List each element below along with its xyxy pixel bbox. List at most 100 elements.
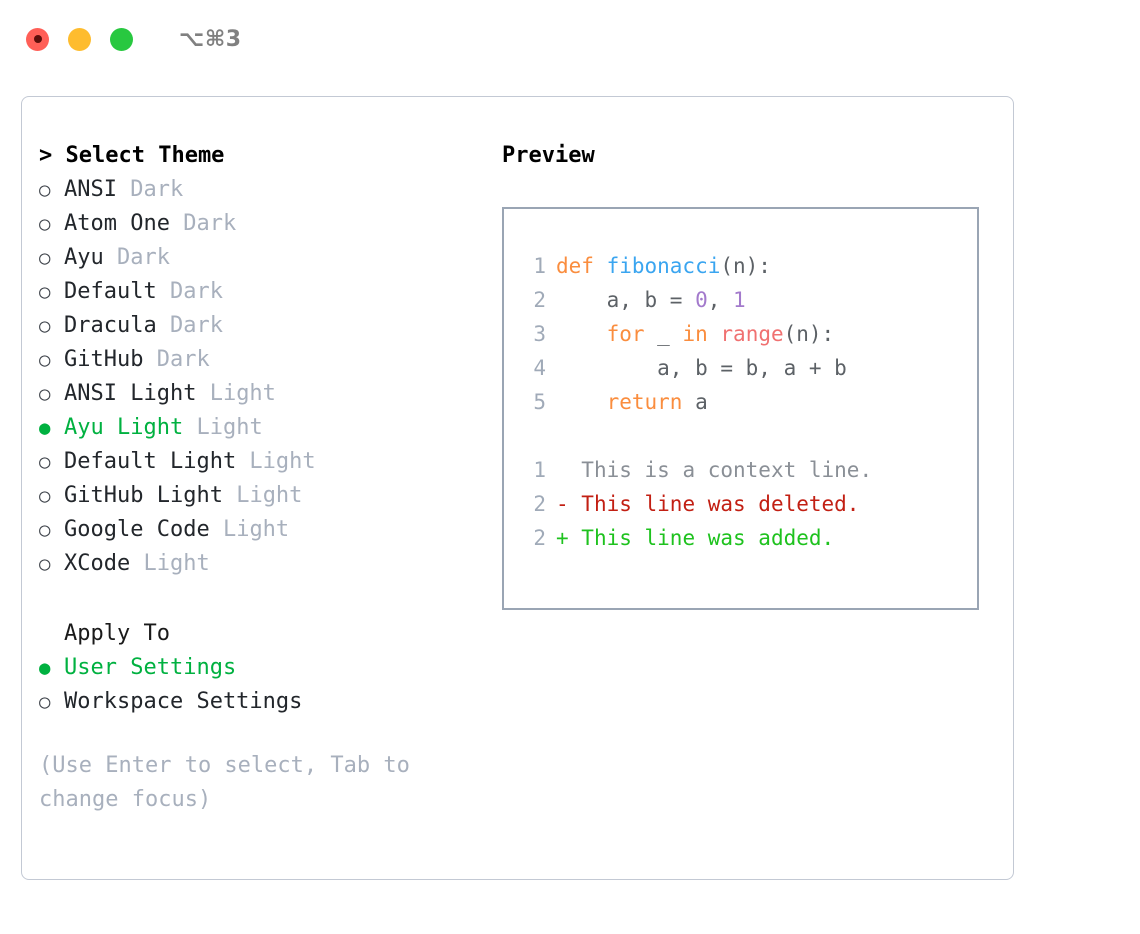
theme-list-item[interactable]: ○ GitHub Light Light — [39, 479, 490, 513]
keyboard-shortcut-label: ⌥⌘3 — [179, 26, 242, 52]
code-line: 4 a, b = b, a + b — [520, 351, 977, 385]
line-number: 2 — [533, 492, 546, 516]
apply-to-label: Workspace Settings — [64, 689, 303, 714]
diff-spacer — [520, 419, 977, 453]
theme-name-label: Atom One — [64, 211, 170, 236]
theme-name-label: GitHub Light — [64, 483, 223, 508]
theme-variant-tag: Dark — [143, 347, 210, 372]
radio-selected-icon[interactable]: ● — [39, 657, 51, 679]
maximize-button[interactable] — [110, 27, 133, 51]
theme-variant-tag: Light — [209, 517, 290, 542]
code-token-number: 0 — [695, 288, 708, 312]
theme-variant-tag: Light — [222, 483, 303, 508]
theme-variant-tag: Dark — [156, 279, 223, 304]
radio-unselected-icon[interactable]: ○ — [39, 247, 51, 269]
radio-unselected-icon[interactable]: ○ — [39, 349, 51, 371]
code-line: 1 def fibonacci(n): — [520, 249, 977, 283]
line-number: 2 — [533, 526, 546, 550]
apply-to-heading: Apply To — [64, 621, 170, 646]
theme-list: ○ANSI Dark○Atom One Dark○Ayu Dark○Defaul… — [39, 173, 490, 581]
radio-selected-icon[interactable]: ● — [39, 417, 51, 439]
theme-name-label: Ayu — [64, 245, 104, 270]
close-button[interactable] — [26, 27, 49, 51]
theme-variant-tag: Light — [196, 381, 276, 406]
diff-line: 1 This is a context line. — [520, 453, 977, 487]
theme-variant-tag: Light — [236, 449, 316, 474]
code-token-builtin: range — [720, 322, 784, 346]
theme-name-label: Default — [64, 279, 157, 304]
theme-list-item[interactable]: ○XCode Light — [39, 547, 490, 581]
code-token-plain: (n): — [720, 254, 771, 278]
theme-variant-tag: Dark — [116, 177, 184, 202]
code-token-plain — [556, 322, 607, 346]
theme-list-item[interactable]: ○ GitHub Dark — [39, 343, 490, 377]
radio-unselected-icon[interactable]: ○ — [39, 519, 51, 541]
theme-list-item[interactable]: ○ANSI Light Light — [39, 377, 490, 411]
theme-name-label: Google Code — [64, 517, 210, 542]
diff-marker: - — [556, 492, 569, 516]
code-line: 3 for _ in range(n): — [520, 317, 977, 351]
code-token-plain: a, b = b, a + b — [556, 356, 847, 380]
line-number: 4 — [533, 356, 546, 380]
radio-unselected-icon[interactable]: ○ — [39, 315, 51, 337]
select-theme-heading: > Select Theme — [39, 143, 225, 168]
radio-unselected-icon[interactable]: ○ — [39, 451, 51, 473]
theme-list-item[interactable]: ○ Google Code Light — [39, 513, 490, 547]
code-token-plain: a, b = — [556, 288, 696, 312]
code-token-plain: (n): — [783, 322, 835, 346]
diff-line: 2- This line was deleted. — [520, 487, 977, 521]
theme-list-item[interactable]: ○ Default Light Light — [39, 445, 490, 479]
theme-name-label: GitHub — [64, 347, 144, 372]
theme-variant-tag: Dark — [103, 245, 170, 270]
radio-unselected-icon[interactable]: ○ — [39, 553, 51, 575]
apply-to-list: ●User Settings ○ Workspace Settings — [39, 651, 490, 719]
keyboard-hint-text: (Use Enter to select, Tab to change focu… — [39, 753, 410, 812]
radio-unselected-icon[interactable]: ○ — [39, 383, 51, 405]
line-number: 2 — [533, 288, 546, 312]
theme-variant-tag: Light — [130, 551, 210, 576]
radio-unselected-icon[interactable]: ○ — [39, 485, 51, 507]
theme-name-label: Default Light — [64, 449, 237, 474]
code-token-plain: a — [682, 390, 708, 414]
window-controls — [26, 27, 133, 51]
apply-to-option[interactable]: ○ Workspace Settings — [39, 685, 490, 719]
radio-unselected-icon[interactable]: ○ — [39, 281, 51, 303]
minimize-button[interactable] — [68, 27, 91, 51]
code-token-function: fibonacci — [606, 254, 721, 278]
diff-marker — [556, 458, 569, 482]
diff-text: This line was added. — [568, 526, 835, 550]
radio-unselected-icon[interactable]: ○ — [39, 213, 51, 235]
code-token-plain: _ — [644, 322, 683, 346]
theme-selection-panel: > Select Theme ○ANSI Dark○Atom One Dark○… — [22, 139, 490, 817]
code-line: 5 return a — [520, 385, 977, 419]
theme-list-item[interactable]: ●Ayu Light Light — [39, 411, 490, 445]
diff-text: This is a context line. — [568, 458, 873, 482]
code-token-keyword: def — [556, 254, 607, 278]
code-token-number: 1 — [733, 288, 746, 312]
radio-unselected-icon[interactable]: ○ — [39, 179, 51, 201]
theme-list-item[interactable]: ○Dracula Dark — [39, 309, 490, 343]
diff-sample: 1 This is a context line.2- This line wa… — [520, 453, 977, 555]
list-spacer — [39, 581, 490, 617]
line-number: 1 — [533, 458, 546, 482]
code-line: 2 a, b = 0, 1 — [520, 283, 977, 317]
theme-list-item[interactable]: ○ Default Dark — [39, 275, 490, 309]
theme-variant-tag: Dark — [156, 313, 223, 338]
theme-dialog: > Select Theme ○ANSI Dark○Atom One Dark○… — [21, 96, 1014, 880]
theme-list-item[interactable]: ○ Ayu Dark — [39, 241, 490, 275]
diff-line: 2 + This line was added. — [520, 521, 977, 555]
line-number: 1 — [533, 254, 546, 278]
theme-list-item[interactable]: ○ANSI Dark — [39, 173, 490, 207]
line-number: 5 — [533, 390, 546, 414]
radio-unselected-icon[interactable]: ○ — [39, 691, 51, 713]
code-token-plain — [708, 322, 721, 346]
title-bar: ⌥⌘3 — [0, 0, 1140, 78]
diff-marker: + — [556, 526, 569, 550]
theme-variant-tag: Dark — [169, 211, 237, 236]
theme-list-item[interactable]: ○ Atom One Dark — [39, 207, 490, 241]
code-token-keyword: return — [606, 390, 683, 414]
apply-to-option[interactable]: ●User Settings — [39, 651, 490, 685]
